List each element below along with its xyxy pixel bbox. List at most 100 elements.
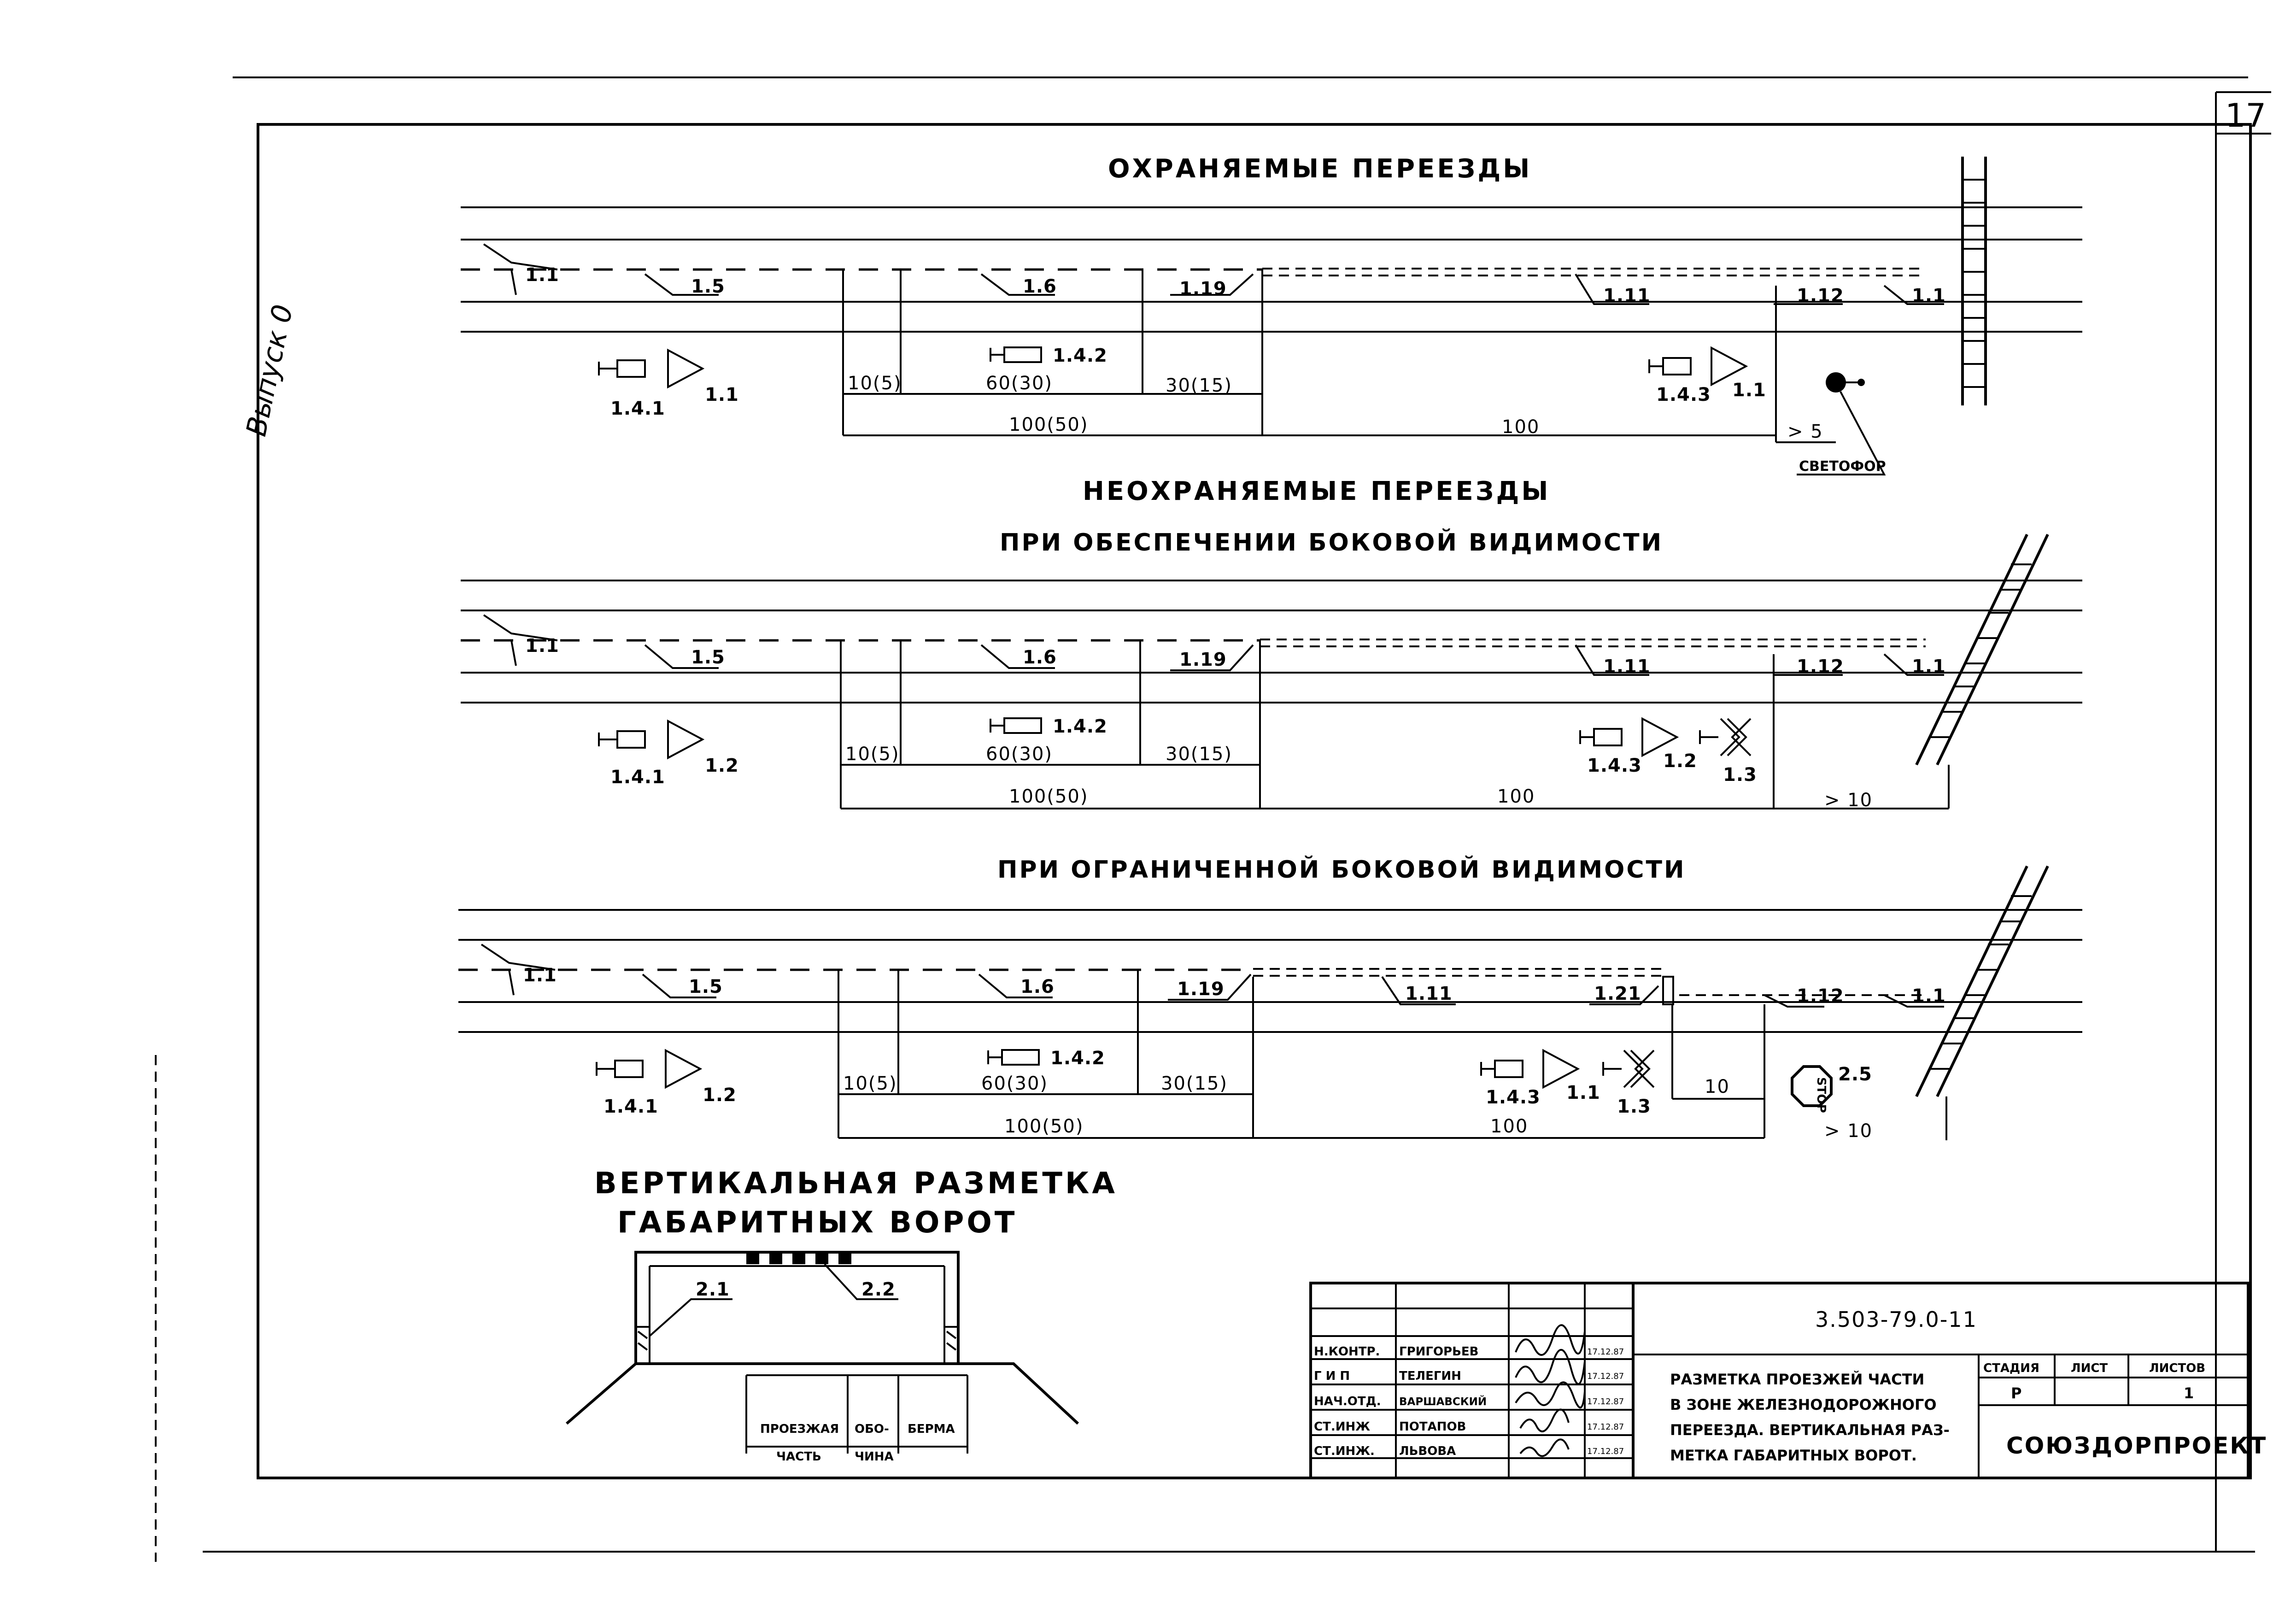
dimension: 10(5) (848, 373, 902, 394)
railway-track (1915, 865, 2049, 1097)
section-guarded-crossings: ОХРАНЯЕМЫЕ ПЕРЕЕЗДЫ 1.1 1.5 1.6 1.1 (461, 154, 2082, 475)
name-cell: ГРИГОРЬЕВ (1399, 1345, 1479, 1359)
marking-label: 1.19 (1177, 979, 1225, 1000)
sign-label: 1.4.3 (1486, 1087, 1541, 1108)
stage-header: СТАДИЯ (1983, 1361, 2039, 1375)
role-cell: СТ.ИНЖ (1314, 1420, 1370, 1434)
dimension: 100(50) (1004, 1116, 1084, 1137)
dimension: 10 (1705, 1076, 1730, 1097)
description-line: ПЕРЕЕЗДА. ВЕРТИКАЛЬНАЯ РАЗ- (1670, 1421, 1950, 1439)
sign-label: 1.4.2 (1050, 1048, 1105, 1069)
name-cell: ЛЬВОВА (1399, 1444, 1456, 1458)
gate-label: 2.2 (861, 1279, 896, 1300)
name-cell: ВАРШАВСКИЙ (1399, 1395, 1487, 1408)
marking-label: 1.5 (689, 976, 723, 997)
sign-label: 1.3 (1617, 1096, 1651, 1117)
marking-label: 1.11 (1603, 285, 1651, 306)
dimension: 10(5) (845, 744, 900, 765)
description-line: РАЗМЕТКА ПРОЕЗЖЕЙ ЧАСТИ (1670, 1371, 1924, 1388)
section-subtitle: ПРИ ОГРАНИЧЕННОЙ БОКОВОЙ ВИДИМОСТИ (997, 856, 1686, 884)
dimension: > 10 (1824, 1120, 1873, 1142)
sign-label: 1.4.2 (1053, 345, 1107, 366)
description-line: В ЗОНЕ ЖЕЛЕЗНОДОРОЖНОГО (1670, 1396, 1937, 1413)
role-cell: СТ.ИНЖ. (1314, 1444, 1375, 1458)
gate-zone-label: ЧИНА (855, 1450, 894, 1464)
sign-label: 1.4.2 (1053, 716, 1107, 737)
marking-label: 1.1 (1912, 656, 1946, 677)
speed-sign-icon (990, 346, 1042, 363)
dimension: > 10 (1824, 790, 1873, 811)
stop-sign-text: STOP (1814, 1077, 1828, 1113)
marking-label: 1.12 (1797, 985, 1844, 1007)
signature-scribbles (1515, 1324, 1586, 1457)
marking-label: 1.5 (691, 276, 725, 297)
marking-label: 1.1 (523, 965, 557, 986)
gate-zone-label: ПРОЕЗЖАЯ (760, 1422, 839, 1436)
section-unguarded-limited: ПРИ ОГРАНИЧЕННОЙ БОКОВОЙ ВИДИМОСТИ 1.1 1… (458, 856, 2082, 1142)
dimension: 100 (1490, 1116, 1528, 1137)
sign-label: 1.4.3 (1587, 755, 1642, 776)
clearance-gate-section: ВЕРТИКАЛЬНАЯ РАЗМЕТКА ГАБАРИТНЫХ ВОРОТ 2… (566, 1167, 1118, 1464)
dimension: 60(30) (986, 744, 1053, 765)
role-cell: Г И П (1314, 1369, 1350, 1383)
organization: СОЮЗДОРПРОЕКТ (2006, 1432, 2267, 1459)
sign-label: 1.1 (1732, 380, 1766, 401)
traffic-light-icon (1797, 372, 1886, 475)
speed-sign-icon (987, 1049, 1040, 1066)
sign-label: 1.4.1 (604, 1096, 658, 1117)
marking-label: 1.1 (525, 635, 559, 657)
marking-label: 1.11 (1603, 656, 1651, 677)
railway-track (1961, 157, 1987, 405)
gate-title: ВЕРТИКАЛЬНАЯ РАЗМЕТКА (594, 1167, 1118, 1201)
dimension: 100 (1502, 416, 1540, 438)
marking-label: 1.1 (1912, 285, 1946, 306)
speed-sign-icon (1648, 346, 1748, 387)
gate-zone-label: БЕРМА (908, 1422, 955, 1436)
sign-label: 1.2 (705, 755, 739, 776)
dimension: 10(5) (843, 1073, 897, 1094)
sign-label: 1.1 (705, 384, 739, 405)
dimension: 60(30) (986, 373, 1053, 394)
marking-label: 1.1 (1912, 985, 1946, 1007)
section-subtitle: ПРИ ОБЕСПЕЧЕНИИ БОКОВОЙ ВИДИМОСТИ (1000, 528, 1663, 557)
dimension: 60(30) (981, 1073, 1048, 1094)
railway-crossing-cross-icon (1699, 718, 1752, 756)
railway-track (1915, 534, 2049, 766)
marking-label: 1.19 (1179, 278, 1227, 299)
speed-sign-icon (1579, 717, 1679, 757)
speed-sign-icon (598, 719, 705, 760)
sheet-header: ЛИСТ (2071, 1361, 2108, 1375)
sign-label: 1.2 (1663, 750, 1697, 772)
dimension: 100 (1497, 786, 1535, 807)
date-cell: 17.12.87 (1587, 1447, 1624, 1456)
issue-note: Выпуск 0 (240, 302, 299, 439)
traffic-light-label: СВЕТОФОР (1799, 458, 1886, 475)
date-cell: 17.12.87 (1587, 1347, 1624, 1357)
speed-sign-icon (990, 717, 1042, 734)
railway-crossing-cross-icon (1602, 1049, 1655, 1088)
marking-label: 1.11 (1405, 983, 1453, 1004)
marking-label: 1.12 (1797, 656, 1844, 677)
gate-subtitle: ГАБАРИТНЫХ ВОРОТ (617, 1206, 1017, 1240)
gate-zone-label: ОБО- (855, 1422, 889, 1436)
sign-label: 1.4.3 (1656, 384, 1711, 405)
sign-label: 1.4.1 (610, 398, 665, 419)
dimension: 30(15) (1166, 375, 1232, 396)
dimension: > 5 (1787, 421, 1823, 442)
sheet-frame: 17 Выпуск 0 (155, 76, 2271, 1562)
marking-label: 1.6 (1020, 976, 1055, 997)
sign-label: 1.4.1 (610, 767, 665, 788)
sign-label: 1.3 (1723, 764, 1757, 786)
sheets-value: 1 (2184, 1384, 2194, 1402)
gate-zone-label: ЧАСТЬ (776, 1450, 821, 1464)
marking-label: 1.1 (525, 264, 559, 286)
sheet-number: 17 (2225, 97, 2266, 135)
speed-sign-icon (598, 348, 705, 389)
dimension: 30(15) (1161, 1073, 1228, 1094)
drawing-code: 3.503-79.0-11 (1815, 1307, 1977, 1332)
dimension: 100(50) (1009, 414, 1088, 435)
stage-value: Р (2011, 1384, 2021, 1402)
sign-label: 2.5 (1838, 1064, 1872, 1085)
title-block: 3.503-79.0-11 РАЗМЕТКА ПРОЕЗЖЕЙ ЧАСТИ В … (1309, 1282, 2267, 1479)
